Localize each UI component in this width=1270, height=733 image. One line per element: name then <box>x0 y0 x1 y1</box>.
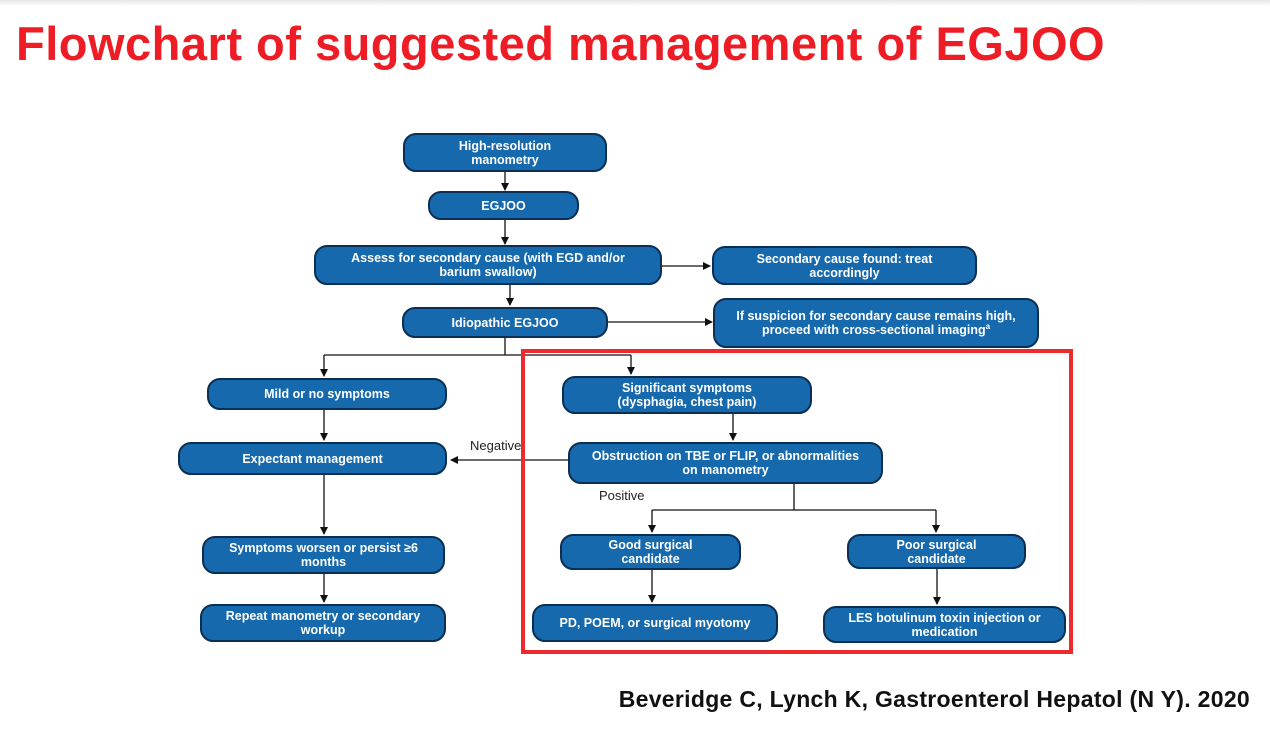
node-mild-or-no-symptoms-label: Mild or no symptoms <box>264 387 390 401</box>
node-expectant-management: Expectant management <box>178 442 447 475</box>
citation: Beveridge C, Lynch K, Gastroenterol Hepa… <box>618 686 1250 712</box>
node-les-botulinum-toxin-label: LES botulinum toxin injection or medicat… <box>848 610 1041 639</box>
node-egjoo: EGJOO <box>428 191 579 220</box>
highlight-box <box>521 349 1073 654</box>
node-secondary-cause-found-label: Secondary cause found: treat accordingly <box>756 251 933 280</box>
node-good-surgical-candidate: Good surgical candidate <box>560 534 741 570</box>
footnote-marker: a <box>985 321 991 331</box>
top-rule <box>0 0 1270 6</box>
node-idiopathic-egjoo: Idiopathic EGJOO <box>402 307 608 338</box>
node-assess-secondary-cause-label: Assess for secondary cause (with EGD and… <box>351 251 625 279</box>
node-good-surgical-candidate-label: Good surgical candidate <box>608 538 693 566</box>
node-high-resolution-manometry-label: High-resolution manometry <box>458 138 552 167</box>
node-high-resolution-manometry: High-resolution manometry <box>403 133 607 172</box>
node-poor-surgical-candidate-label: Poor surgical candidate <box>896 537 977 566</box>
node-idiopathic-egjoo-label: Idiopathic EGJOO <box>451 315 559 330</box>
node-suspicion-imaging-label: If suspicion for secondary cause remains… <box>736 309 1016 337</box>
node-egjoo-label: EGJOO <box>481 198 526 213</box>
node-poor-surgical-candidate: Poor surgical candidate <box>847 534 1026 569</box>
node-symptoms-worsen: Symptoms worsen or persist ≥6 months <box>202 536 445 574</box>
node-pd-poem-myotomy: PD, POEM, or surgical myotomy <box>532 604 778 642</box>
node-suspicion-imaging: If suspicion for secondary cause remains… <box>713 298 1039 348</box>
node-assess-secondary-cause: Assess for secondary cause (with EGD and… <box>314 245 662 285</box>
node-significant-symptoms: Significant symptoms (dysphagia, chest p… <box>562 376 812 414</box>
node-pd-poem-myotomy-label: PD, POEM, or surgical myotomy <box>559 616 751 630</box>
edge-label-negative: Negative <box>470 438 522 453</box>
node-secondary-cause-found: Secondary cause found: treat accordingly <box>712 246 977 285</box>
slide-title: Flowchart of suggested management of EGJ… <box>16 17 1106 70</box>
node-expectant-management-label: Expectant management <box>242 451 383 466</box>
node-obstruction-tbe-flip-label: Obstruction on TBE or FLIP, or abnormali… <box>591 449 860 477</box>
node-significant-symptoms-label: Significant symptoms (dysphagia, chest p… <box>617 381 757 409</box>
node-repeat-manometry: Repeat manometry or secondary workup <box>200 604 446 642</box>
edge-label-positive: Positive <box>599 488 645 503</box>
node-obstruction-tbe-flip: Obstruction on TBE or FLIP, or abnormali… <box>568 442 883 484</box>
node-symptoms-worsen-label: Symptoms worsen or persist ≥6 months <box>229 541 418 569</box>
node-repeat-manometry-label: Repeat manometry or secondary workup <box>225 609 421 637</box>
node-mild-or-no-symptoms: Mild or no symptoms <box>207 378 447 410</box>
node-les-botulinum-toxin: LES botulinum toxin injection or medicat… <box>823 606 1066 643</box>
